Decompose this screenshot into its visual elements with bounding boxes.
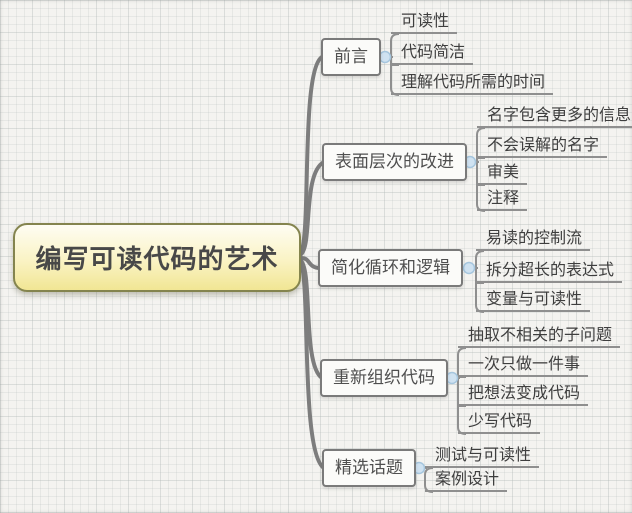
topic-preface[interactable]: 前言 xyxy=(321,38,381,76)
subtopic-packing-info-into-names[interactable]: 名字包含更多的信息 xyxy=(477,106,632,128)
topic-reorganize-code[interactable]: 重新组织代码 xyxy=(320,359,448,397)
branch-curve-preface xyxy=(298,55,324,256)
subtopic-readable-control-flow[interactable]: 易读的控制流 xyxy=(476,229,591,251)
subtopic-case-design[interactable]: 案例设计 xyxy=(425,470,508,492)
root-topic[interactable]: 编写可读代码的艺术 xyxy=(13,223,301,292)
topic-simplify-loops-logic[interactable]: 简化循环和逻辑 xyxy=(318,249,463,287)
subtopic-unambiguous-names[interactable]: 不会误解的名字 xyxy=(477,136,608,158)
subtopic-readability[interactable]: 可读性 xyxy=(391,12,458,34)
subtopic-breaking-long-expressions[interactable]: 拆分超长的表达式 xyxy=(476,261,623,283)
subtopic-comments[interactable]: 注释 xyxy=(477,189,528,211)
topic-surface-improvements[interactable]: 表面层次的改进 xyxy=(322,143,467,181)
subtopic-time-to-understand[interactable]: 理解代码所需的时间 xyxy=(391,73,554,95)
subtopic-aesthetics[interactable]: 审美 xyxy=(477,163,528,185)
collapse-toggle-preface[interactable] xyxy=(378,50,392,64)
topic-selected-topics[interactable]: 精选话题 xyxy=(322,449,416,487)
subtopic-concise-code[interactable]: 代码简洁 xyxy=(391,43,474,65)
collapse-toggle-loops[interactable] xyxy=(462,261,476,275)
subtopic-testing-readability[interactable]: 测试与可读性 xyxy=(425,446,540,468)
branch-curve-topics xyxy=(298,259,326,470)
subtopic-write-less-code[interactable]: 少写代码 xyxy=(458,412,541,434)
branch-curves xyxy=(298,55,326,470)
subtopic-extract-unrelated-subproblems[interactable]: 抽取不相关的子问题 xyxy=(458,326,621,348)
subtopic-one-task-at-a-time[interactable]: 一次只做一件事 xyxy=(458,355,589,377)
collapse-toggle-reorganize[interactable] xyxy=(445,371,459,385)
branch-curve-loops xyxy=(298,255,322,270)
subtopic-turn-thoughts-into-code[interactable]: 把想法变成代码 xyxy=(458,384,589,406)
branch-curve-surface xyxy=(298,160,326,257)
subtopic-variables-readability[interactable]: 变量与可读性 xyxy=(476,290,591,312)
